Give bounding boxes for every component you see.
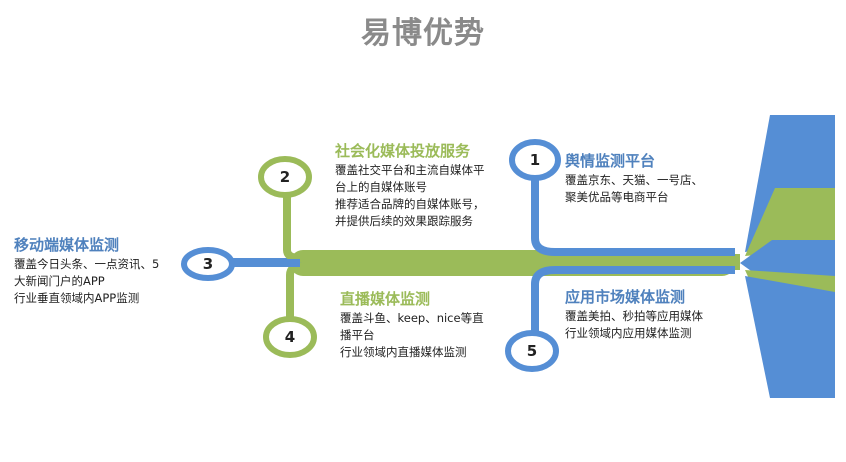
right-green-band [745,188,835,256]
node-2-text: 社会化媒体投放服务 覆盖社交平台和主流自媒体平 台上的自媒体账号 推荐适合品牌的… [335,140,485,230]
node-2-line-2: 台上的自媒体账号 [335,180,427,194]
branch-1-line [531,178,735,256]
node-1-heading: 舆情监测平台 [565,152,656,170]
node-4-circle [263,316,317,358]
node-4-text: 直播媒体监测 覆盖斗鱼、keep、nice等直 播平台 行业领域内直播媒体监测 [340,288,484,361]
node-5-line-1: 覆盖美拍、秒拍等应用媒体 [565,309,703,323]
node-3-number: 3 [202,255,214,273]
node-1-circle [509,139,561,181]
node-3-circle [181,247,235,281]
node-2-line-4: 并提供后续的效果跟踪服务 [335,214,473,228]
node-3-text: 移动端媒体监测 覆盖今日头条、一点资讯、5 大新闻门户的APP 行业垂直领域内A… [14,234,159,307]
node-5-line-2: 行业领域内应用媒体监测 [565,326,692,340]
node-1-number: 1 [529,151,541,169]
page-title: 易博优势 [361,16,485,51]
node-2-heading: 社会化媒体投放服务 [335,142,471,160]
node-1-line-2: 聚美优品等电商平台 [565,190,669,204]
branch-5-line [531,266,735,336]
right-blue-bottom-band [745,276,835,398]
node-4-line-1: 覆盖斗鱼、keep、nice等直 [340,311,484,325]
node-4-heading: 直播媒体监测 [340,290,431,308]
node-3-line-3: 行业垂直领域内APP监测 [14,291,140,305]
node-1-text: 舆情监测平台 覆盖京东、天猫、一号店、 聚美优品等电商平台 [565,150,703,206]
branch-2-line [283,195,740,262]
node-4-line-3: 行业领域内直播媒体监测 [340,345,467,359]
branch-3-line [230,259,300,267]
node-3-line-1: 覆盖今日头条、一点资讯、5 [14,257,160,271]
node-5-number: 5 [526,342,538,360]
node-3-line-2: 大新闻门户的APP [14,274,105,288]
node-2-circle [258,156,312,198]
node-5-heading: 应用市场媒体监测 [565,288,686,306]
node-2-line-1: 覆盖社交平台和主流自媒体平 [335,163,485,177]
node-5-text: 应用市场媒体监测 覆盖美拍、秒拍等应用媒体 行业领域内应用媒体监测 [565,286,703,342]
node-3-heading: 移动端媒体监测 [14,236,120,254]
node-1-line-1: 覆盖京东、天猫、一号店、 [565,173,703,187]
node-2-line-3: 推荐适合品牌的自媒体账号， [335,197,485,211]
node-4-line-2: 播平台 [340,328,375,342]
branch-4-line [286,262,740,320]
node-2-number: 2 [279,168,291,186]
node-5-circle [505,330,559,372]
node-4-number: 4 [284,328,296,346]
